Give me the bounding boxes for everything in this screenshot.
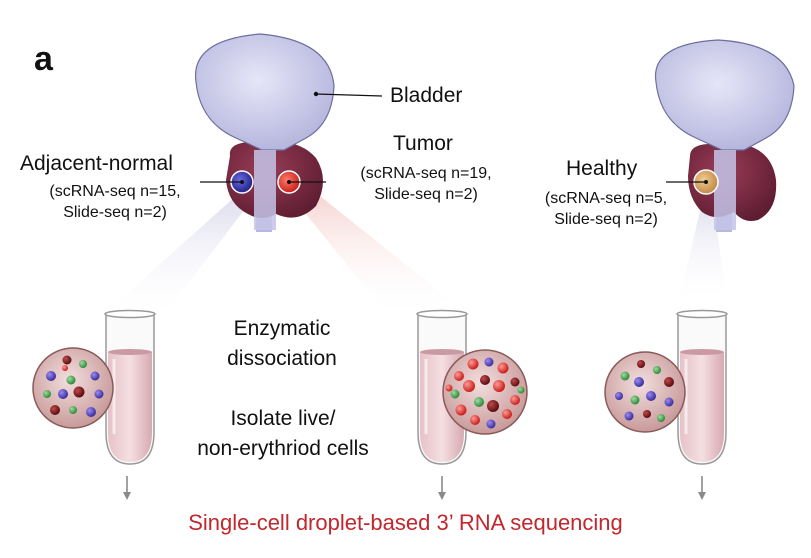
step-dissociation-line1: Enzymatic bbox=[233, 317, 331, 340]
tumor-detail-line1: (scRNA-seq n=19, bbox=[360, 165, 492, 182]
step-isolate-line1: Isolate live/ bbox=[230, 407, 336, 430]
arrow-adjacent bbox=[122, 475, 132, 501]
right-anatomy bbox=[654, 39, 795, 232]
tumor-title: Tumor bbox=[393, 132, 453, 155]
sequencing-caption: Single-cell droplet-based 3’ RNA sequenc… bbox=[188, 510, 623, 535]
healthy-details: (scRNA-seq n=5, Slide-seq n=2) bbox=[531, 188, 681, 230]
tumor-beam bbox=[288, 180, 450, 318]
arrow-tumor bbox=[437, 475, 447, 501]
adjacent-detail-line1: (scRNA-seq n=15, bbox=[49, 183, 181, 200]
droplet-tumor bbox=[442, 349, 528, 435]
left-anatomy bbox=[194, 33, 383, 232]
droplet-healthy bbox=[604, 351, 686, 433]
arrow-healthy bbox=[697, 475, 707, 501]
healthy-title: Healthy bbox=[566, 157, 638, 180]
adjacent-beam bbox=[100, 194, 255, 320]
bladder-leader bbox=[315, 93, 383, 97]
healthy-detail-line1: (scRNA-seq n=5, bbox=[544, 190, 668, 207]
adjacent-details: (scRNA-seq n=15, Slide-seq n=2) bbox=[40, 181, 190, 223]
droplet-adjacent bbox=[32, 347, 114, 429]
adjacent-detail-line2: Slide-seq n=2) bbox=[63, 204, 167, 221]
step-dissociation: Enzymatic dissociation bbox=[170, 314, 394, 374]
bladder-right bbox=[654, 39, 795, 151]
healthy-detail-line2: Slide-seq n=2) bbox=[554, 211, 658, 228]
bladder-label: Bladder bbox=[390, 84, 463, 107]
tumor-detail-line2: Slide-seq n=2) bbox=[374, 186, 478, 203]
adjacent-title: Adjacent-normal bbox=[20, 152, 173, 175]
bladder-left bbox=[194, 33, 335, 151]
step-dissociation-line2: dissociation bbox=[227, 347, 337, 370]
step-isolate-line2: non-erythriod cells bbox=[197, 437, 369, 460]
tumor-details: (scRNA-seq n=19, Slide-seq n=2) bbox=[348, 163, 504, 205]
panel-label: a bbox=[34, 40, 53, 78]
step-isolate: Isolate live/ non-erythriod cells bbox=[160, 404, 406, 464]
